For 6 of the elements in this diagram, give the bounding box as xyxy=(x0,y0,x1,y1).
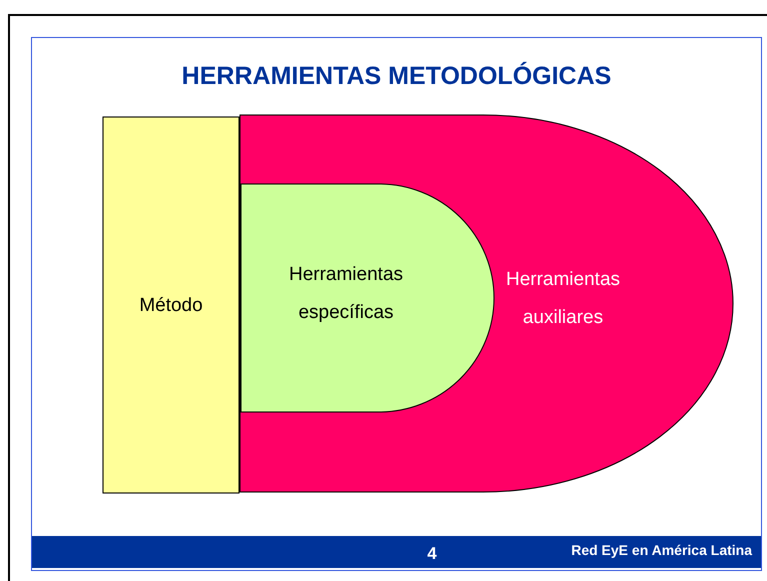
title: HERRAMIENTAS METODOLÓGICAS xyxy=(180,62,612,91)
page-number: 4 xyxy=(426,544,438,564)
node-label: Herramientas auxiliares xyxy=(504,268,622,330)
node-label: Método xyxy=(138,294,204,318)
footer-text: Red EyE en América Latina xyxy=(570,542,752,558)
node-label: Herramientas específicas xyxy=(288,263,404,325)
